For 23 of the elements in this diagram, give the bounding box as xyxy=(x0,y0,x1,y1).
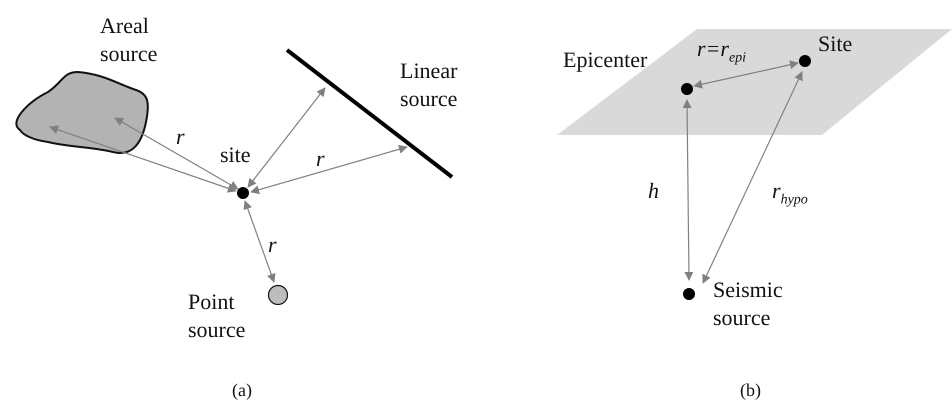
node-label: Epicenter xyxy=(563,46,648,74)
edge-label: r xyxy=(316,146,325,172)
node-label: site xyxy=(220,141,252,169)
node-label: Areal source xyxy=(100,12,158,68)
node-label: Linear source xyxy=(400,57,458,113)
double-arrow xyxy=(693,60,799,89)
edge-label: r$_{hypo}$ xyxy=(772,178,808,210)
panel-label: (b) xyxy=(740,380,761,401)
double-arrow xyxy=(682,99,694,281)
double-arrow xyxy=(250,144,408,194)
double-arrow xyxy=(49,125,237,193)
double-arrow xyxy=(247,87,326,188)
edge-label: h xyxy=(648,178,659,204)
node-label: Site xyxy=(818,30,854,58)
double-arrow xyxy=(702,71,803,284)
panel-label: (a) xyxy=(232,380,252,401)
node-label: Point source xyxy=(188,288,246,344)
double-arrow xyxy=(244,200,276,283)
edge-label: r=r$_{epi}$ xyxy=(697,36,746,68)
double-arrow xyxy=(114,117,239,190)
node-label: Seismic source xyxy=(713,276,784,332)
edge-label: r xyxy=(176,124,185,150)
edge-label: r xyxy=(268,232,277,258)
